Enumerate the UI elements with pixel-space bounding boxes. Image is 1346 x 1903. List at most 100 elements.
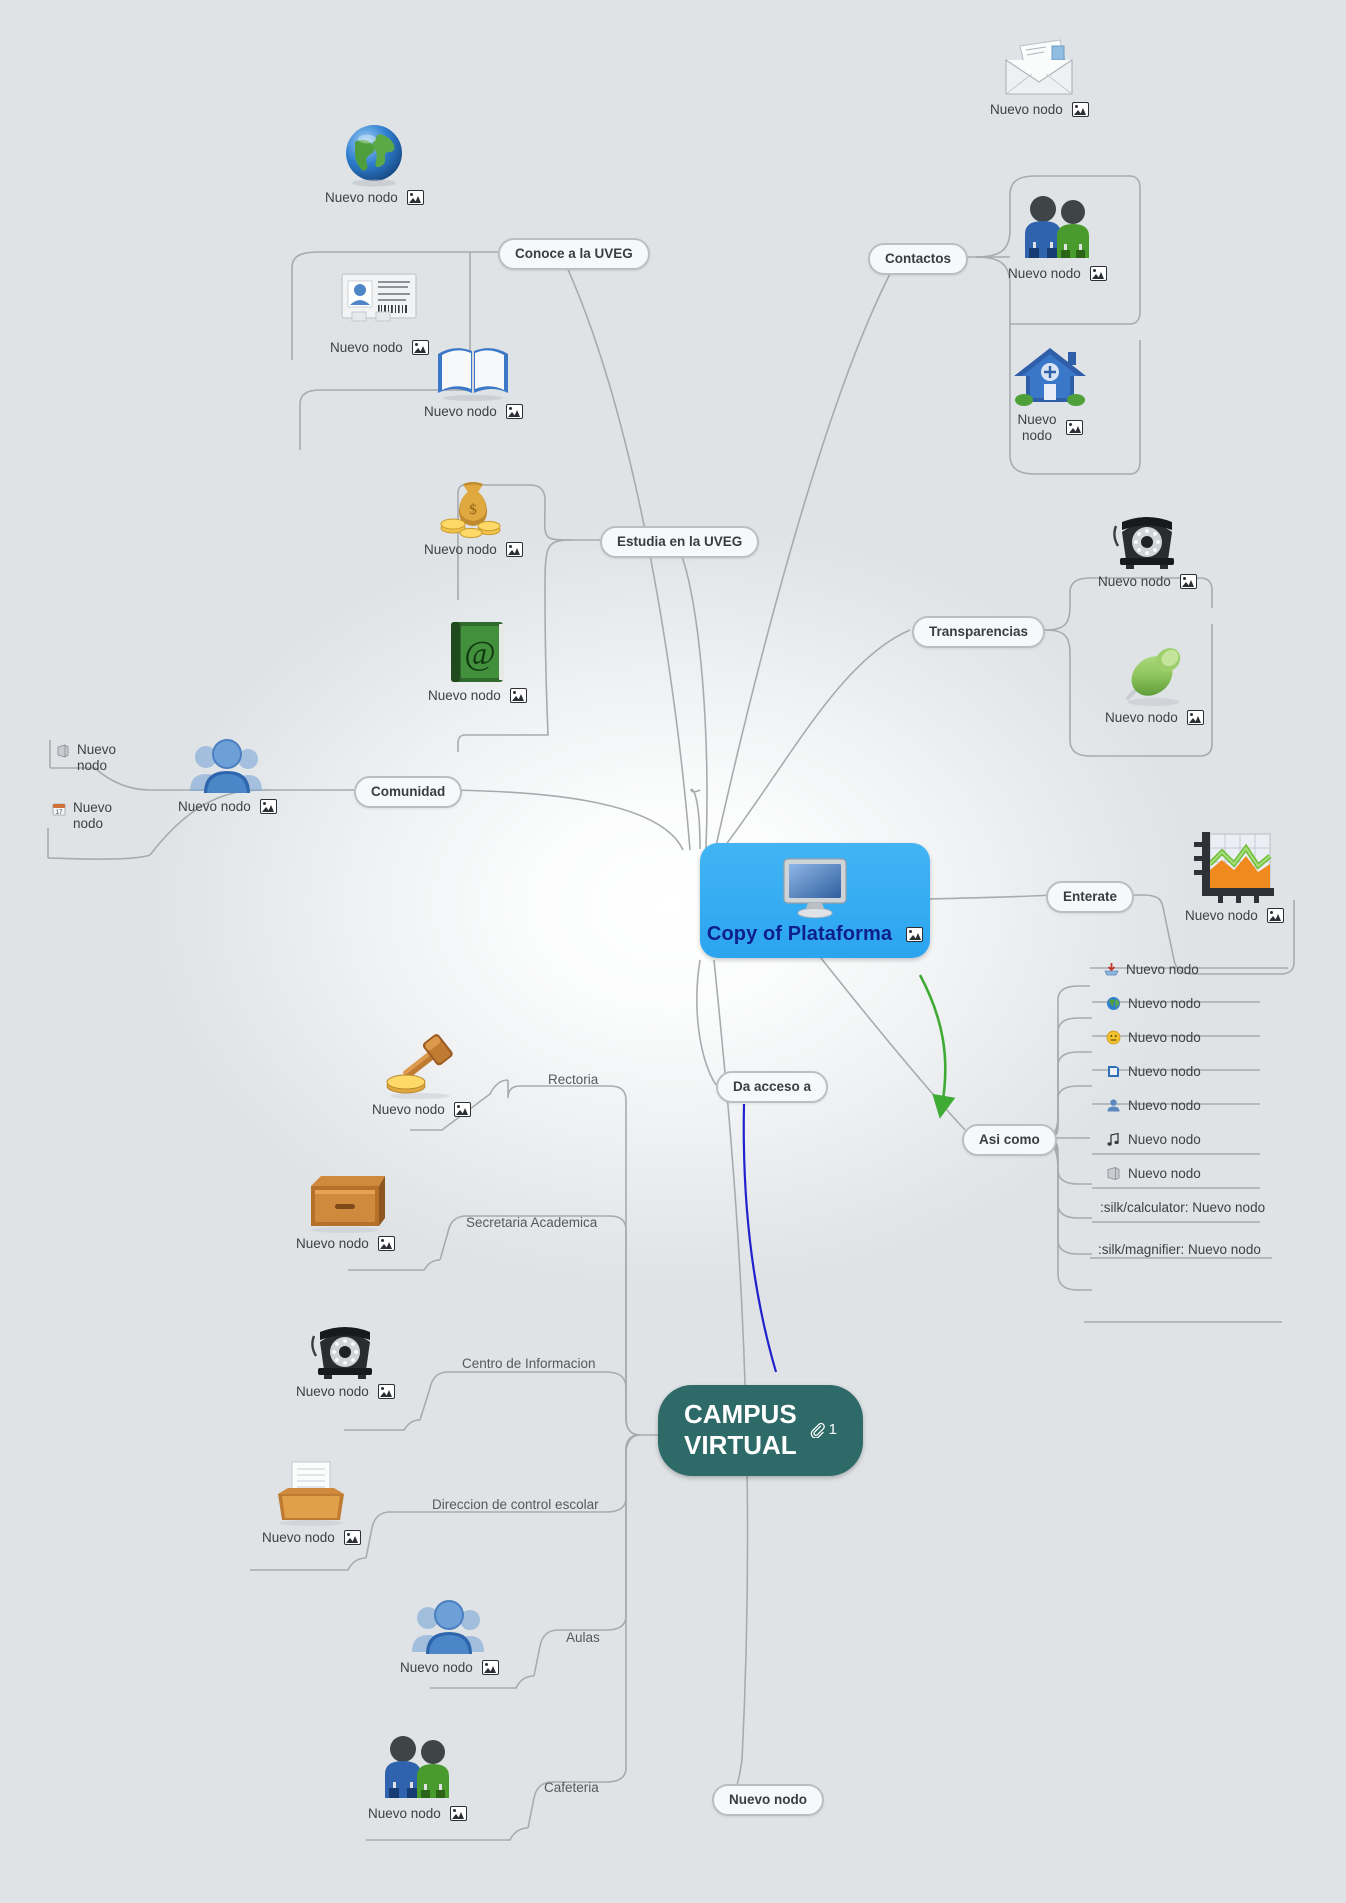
attachment-count: 1 xyxy=(828,1420,838,1438)
root-node[interactable]: Copy of Plataforma xyxy=(700,843,930,958)
image-attachment-icon[interactable] xyxy=(259,799,277,814)
image-attachment-icon[interactable] xyxy=(343,1530,361,1545)
branch-conoce-a-la-uveg[interactable]: Conoce a la UVEG xyxy=(498,238,650,270)
image-attachment-icon[interactable] xyxy=(505,404,523,419)
paper-tray-icon xyxy=(278,1461,345,1526)
asicomo-item-user[interactable]: Nuevo nodo xyxy=(1106,1098,1201,1113)
envelope-mail-icon xyxy=(1005,39,1073,95)
image-attachment-icon[interactable] xyxy=(505,542,523,557)
leaf-caption: Nuevo nodo xyxy=(296,1384,395,1399)
sub-label-secretaria-academica[interactable]: Secretaria Academica xyxy=(466,1215,598,1230)
leaf-label: Nuevo nodo xyxy=(400,1660,473,1675)
leaf-caption: Nuevo nodo xyxy=(330,340,429,355)
leaf-label: Nuevo nodo xyxy=(1008,266,1081,281)
branch-contactos[interactable]: Contactos xyxy=(868,243,969,275)
leaf-users-group-aulas[interactable]: Nuevo nodo xyxy=(400,1596,499,1675)
users-group-icon xyxy=(190,739,263,793)
email-book-icon: @ xyxy=(451,622,505,682)
leaf-caption: Nuevo nodo xyxy=(424,404,523,419)
inbox-download-icon xyxy=(1104,963,1119,976)
image-attachment-icon[interactable] xyxy=(481,1660,499,1675)
branch-transparencias[interactable]: Transparencias xyxy=(912,616,1046,648)
blue-folder-icon xyxy=(1108,1066,1119,1077)
leaf-envelope-mail[interactable]: Nuevo nodo xyxy=(990,38,1089,117)
sub-label-centro-de-informacion[interactable]: Centro de Informacion xyxy=(462,1356,596,1371)
leaf-id-card[interactable]: Nuevo nodo xyxy=(330,272,429,355)
root-node-label-row: Copy of Plataforma xyxy=(707,923,924,946)
branch-enterate[interactable]: Enterate xyxy=(1046,881,1135,913)
leaf-house[interactable]: Nuevo nodo xyxy=(1002,344,1098,443)
smiley-face-icon xyxy=(1106,1030,1121,1045)
green-pushpin-icon xyxy=(1126,648,1181,706)
asicomo-item-magnifier[interactable]: :silk/magnifier: Nuevo nodo xyxy=(1098,1242,1261,1257)
image-attachment-icon[interactable] xyxy=(1179,574,1197,589)
leaf-two-people-cafeteria[interactable]: Nuevo nodo xyxy=(368,1732,467,1821)
image-attachment-icon[interactable] xyxy=(449,1806,467,1821)
asicomo-item-music[interactable]: Nuevo nodo xyxy=(1106,1132,1201,1147)
leaf-caption: Nuevo nodo xyxy=(1105,710,1204,725)
image-attachment-icon[interactable] xyxy=(1186,710,1204,725)
branch-asi-como[interactable]: Asi como xyxy=(962,1124,1057,1156)
leaf-caption: Nuevo nodo xyxy=(400,1660,499,1675)
leaf-telephone-transparencias[interactable]: Nuevo nodo xyxy=(1098,510,1197,589)
leaf-small-book-node[interactable]: Nuevo nodo xyxy=(56,742,128,774)
image-attachment-icon[interactable] xyxy=(1066,420,1083,436)
asicomo-item-greybook[interactable]: Nuevo nodo xyxy=(1106,1166,1201,1181)
asicomo-item-calculator[interactable]: :silk/calculator: Nuevo nodo xyxy=(1100,1200,1265,1215)
image-attachment-icon[interactable] xyxy=(411,340,429,355)
leaf-label: Nuevo nodo xyxy=(372,1102,445,1117)
leaf-drawer-box[interactable]: Nuevo nodo xyxy=(296,1172,395,1251)
sub-label-direccion-control-escolar[interactable]: Direccion de control escolar xyxy=(432,1497,599,1512)
leaf-calendar-node[interactable]: 17 Nuevo nodo xyxy=(52,800,124,832)
image-attachment-icon[interactable] xyxy=(453,1102,471,1117)
leaf-label: Nuevo nodo xyxy=(990,102,1063,117)
branch-estudia-en-la-uveg[interactable]: Estudia en la UVEG xyxy=(600,526,760,558)
leaf-two-people[interactable]: Nuevo nodo xyxy=(1008,192,1107,281)
sub-label-rectoria[interactable]: Rectoria xyxy=(548,1072,599,1087)
image-attachment-icon[interactable] xyxy=(1089,266,1107,281)
asicomo-item-globe[interactable]: Nuevo nodo xyxy=(1106,996,1201,1011)
image-attachment-icon[interactable] xyxy=(509,688,527,703)
image-attachment-icon[interactable] xyxy=(1266,908,1284,923)
leaf-globe[interactable]: Nuevo nodo xyxy=(325,122,424,205)
branch-da-acceso-a[interactable]: Da acceso a xyxy=(716,1071,829,1103)
sub-label-aulas[interactable]: Aulas xyxy=(566,1630,600,1645)
branch-bottom-nuevo-nodo[interactable]: Nuevo nodo xyxy=(712,1784,824,1816)
campus-virtual-node[interactable]: CAMPUS VIRTUAL 1 xyxy=(658,1385,864,1477)
image-attachment-icon[interactable] xyxy=(377,1236,395,1251)
two-people-icon xyxy=(385,1736,450,1798)
image-attachment-icon[interactable] xyxy=(406,190,424,205)
leaf-label: Nuevo nodo xyxy=(178,799,251,814)
money-bag-icon: $ xyxy=(440,482,501,539)
leaf-label: Nuevo nodo xyxy=(424,542,497,557)
svg-text:17: 17 xyxy=(56,810,63,816)
image-attachment-icon[interactable] xyxy=(906,927,924,942)
leaf-telephone-centro[interactable]: Nuevo nodo xyxy=(296,1320,395,1399)
item-label: Nuevo nodo xyxy=(1128,1030,1201,1045)
leaf-caption: Nuevo nodo xyxy=(1017,412,1083,443)
leaf-paper-tray[interactable]: Nuevo nodo xyxy=(262,1458,361,1545)
open-book-icon xyxy=(438,348,509,401)
asicomo-item-folder[interactable]: Nuevo nodo xyxy=(1106,1064,1201,1079)
leaf-green-pushpin[interactable]: Nuevo nodo xyxy=(1105,638,1204,725)
asicomo-item-smiley[interactable]: Nuevo nodo xyxy=(1106,1030,1201,1045)
leaf-open-book[interactable]: Nuevo nodo xyxy=(424,340,523,419)
leaf-gavel[interactable]: Nuevo nodo xyxy=(372,1030,471,1117)
leaf-users-group[interactable]: Nuevo nodo xyxy=(178,735,277,814)
asicomo-item-inbox[interactable]: Nuevo nodo xyxy=(1104,962,1199,977)
image-attachment-icon[interactable] xyxy=(1071,102,1089,117)
item-label: Nuevo nodo xyxy=(1128,1166,1201,1181)
leaf-email-book[interactable]: @ Nuevo nodo xyxy=(428,620,527,703)
leaf-label: Nuevo nodo xyxy=(368,1806,441,1821)
leaf-caption: Nuevo nodo xyxy=(325,190,424,205)
leaf-label: Nuevo nodo xyxy=(262,1530,335,1545)
leaf-money-bag[interactable]: $ Nuevo nodo xyxy=(424,478,523,557)
leaf-caption: Nuevo nodo xyxy=(372,1102,471,1117)
branch-comunidad[interactable]: Comunidad xyxy=(354,776,463,808)
sub-label-cafeteria[interactable]: Cafeteria xyxy=(544,1780,599,1795)
attachment-indicator[interactable]: 1 xyxy=(809,1421,837,1439)
item-label: Nuevo nodo xyxy=(1128,1098,1201,1113)
leaf-chart-graph[interactable]: Nuevo nodo xyxy=(1185,830,1284,923)
image-attachment-icon[interactable] xyxy=(377,1384,395,1399)
